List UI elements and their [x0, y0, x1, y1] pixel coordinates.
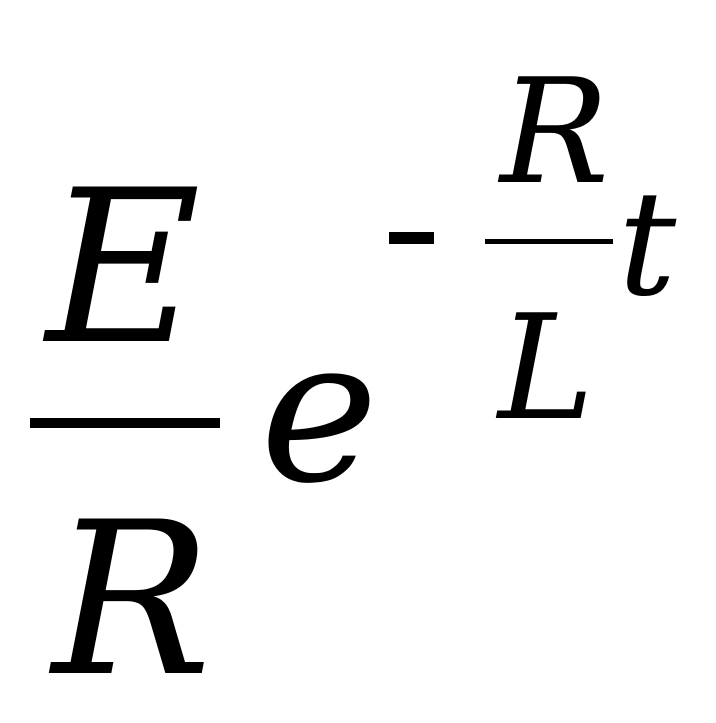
exponent-fraction-bar: [485, 239, 613, 244]
exponent-denominator: L: [498, 284, 595, 453]
exponent-minus-sign: [389, 232, 434, 244]
exponent-variable: t: [618, 160, 677, 329]
coefficient-numerator: E: [46, 144, 201, 391]
math-formula: E R e R L t: [30, 48, 677, 706]
coefficient-denominator: R: [52, 476, 212, 723]
exponential-base: e: [260, 295, 379, 528]
coefficient-fraction-bar: [30, 418, 220, 428]
exponent-numerator: R: [500, 48, 610, 217]
